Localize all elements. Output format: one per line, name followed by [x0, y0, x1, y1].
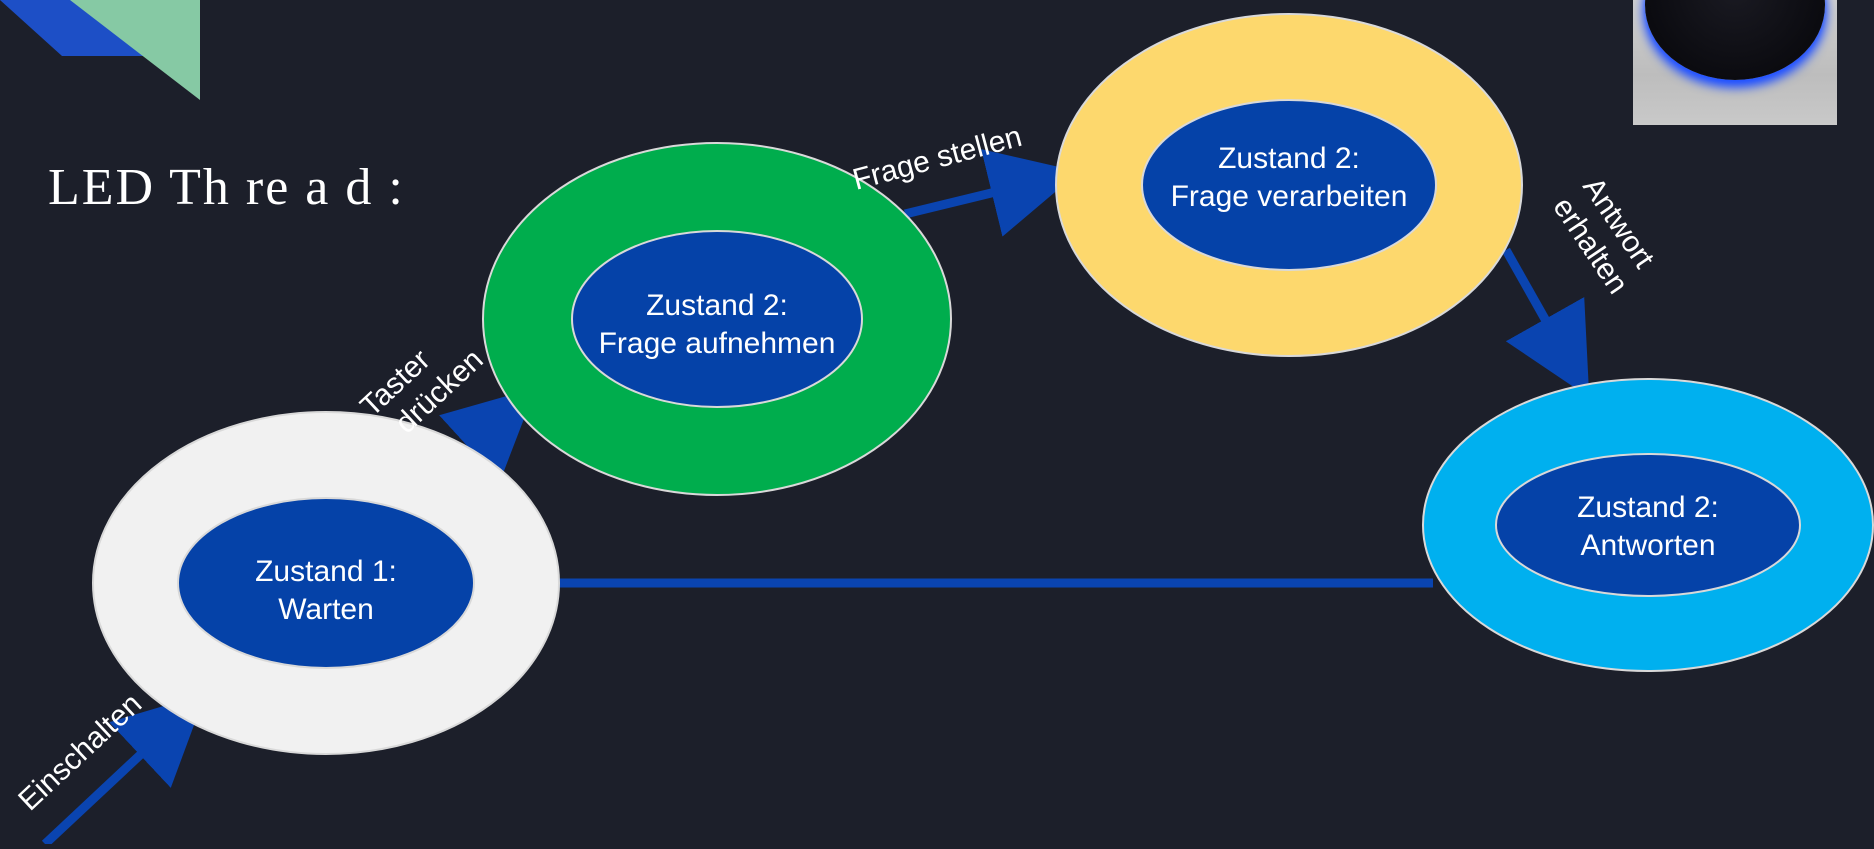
- state-line1: Zustand 2:: [646, 289, 788, 322]
- page-title: LED Th re a d :: [48, 159, 405, 216]
- connector-frage-stellen: [903, 149, 1080, 237]
- state-core: [177, 497, 475, 669]
- speaker-device: [1645, 0, 1825, 80]
- logo-blue-shape: [0, 0, 150, 56]
- smart-speaker-photo: [1633, 0, 1837, 125]
- transition-label-frage-stellen: Frage stellen: [849, 120, 1025, 197]
- state-line2: Frage aufnehmen: [599, 327, 836, 360]
- state-line2: Warten: [278, 593, 374, 626]
- connector-einschalten: [41, 693, 206, 848]
- state-line1: Zustand 2:: [1577, 491, 1719, 524]
- connector-antwort: [1502, 247, 1590, 398]
- state-line2: Antworten: [1580, 529, 1715, 562]
- transition-label-antwort: Antwort erhalten: [1546, 171, 1660, 299]
- state-warten: Zustand 1: Warten: [92, 411, 560, 755]
- state-core: [1141, 99, 1437, 271]
- connector-taster: [439, 387, 536, 482]
- state-core: [571, 230, 863, 408]
- state-verarbeiten: Zustand 2: Frage verarbeiten: [1055, 13, 1523, 357]
- logo-green-shape: [70, 0, 200, 100]
- transition-label-einschalten: Einschalten: [12, 687, 148, 817]
- state-line1: Zustand 1:: [255, 555, 397, 588]
- state-core: [1495, 453, 1801, 597]
- state-line1: Zustand 2:: [1218, 142, 1360, 175]
- state-aufnehmen: Zustand 2: Frage aufnehmen: [482, 142, 952, 496]
- state-antworten: Zustand 2: Antworten: [1422, 378, 1874, 672]
- state-line2: Frage verarbeiten: [1171, 180, 1408, 213]
